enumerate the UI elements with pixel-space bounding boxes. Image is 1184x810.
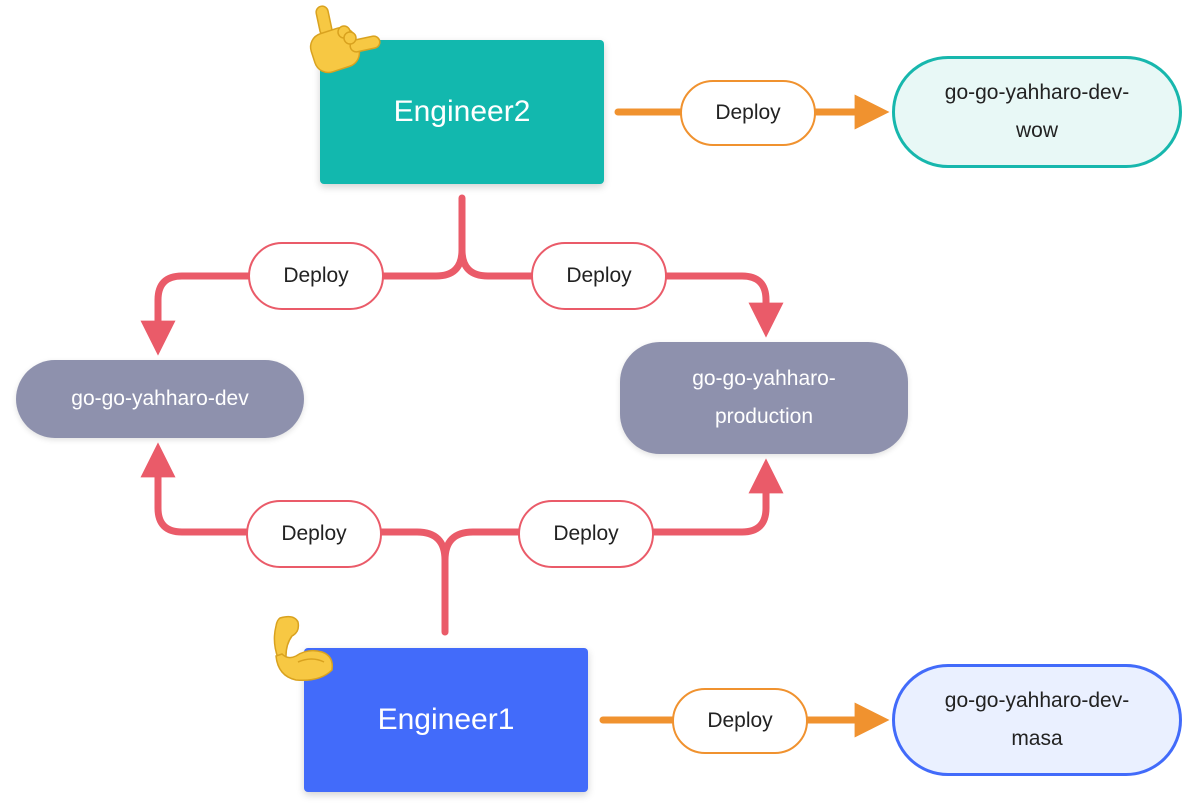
engineer2-label: Engineer2: [393, 95, 531, 128]
dev-environment-node[interactable]: go-go-yahharo-dev: [16, 360, 304, 438]
deploy-label-engineer1-dev: Deploy: [246, 500, 382, 568]
edge-engineer1-production: [441, 458, 784, 564]
production-environment-label: go-go-yahharo-production: [692, 367, 836, 428]
engineer1-label: Engineer1: [377, 703, 515, 736]
engineer2-node[interactable]: Engineer2: [320, 40, 604, 184]
dev-wow-environment-node[interactable]: go-go-yahharo-dev-wow: [892, 56, 1182, 168]
deploy-label-text: Deploy: [707, 709, 773, 732]
flexed-biceps-icon: [273, 615, 334, 682]
dev-environment-label: go-go-yahharo-dev: [71, 387, 249, 410]
deploy-label-text: Deploy: [715, 101, 781, 124]
engineer1-node[interactable]: Engineer1: [304, 648, 588, 792]
deploy-label-engineer1-masa: Deploy: [672, 688, 808, 754]
edge-engineer2-production: [458, 246, 784, 338]
deploy-label-engineer2-wow: Deploy: [680, 80, 816, 146]
deploy-label-engineer1-production: Deploy: [518, 500, 654, 568]
deploy-label-text: Deploy: [283, 264, 349, 287]
deploy-label-text: Deploy: [281, 522, 347, 545]
deploy-label-text: Deploy: [566, 264, 632, 287]
deploy-label-engineer2-production: Deploy: [531, 242, 667, 310]
dev-wow-environment-label: go-go-yahharo-dev-wow: [944, 81, 1130, 142]
deploy-label-text: Deploy: [553, 522, 619, 545]
dev-masa-environment-label: go-go-yahharo-dev-masa: [944, 689, 1130, 750]
call-me-hand-icon: [309, 5, 381, 74]
dev-masa-environment-node[interactable]: go-go-yahharo-dev-masa: [892, 664, 1182, 776]
deploy-label-engineer2-dev: Deploy: [248, 242, 384, 310]
production-environment-node[interactable]: go-go-yahharo-production: [620, 342, 908, 454]
